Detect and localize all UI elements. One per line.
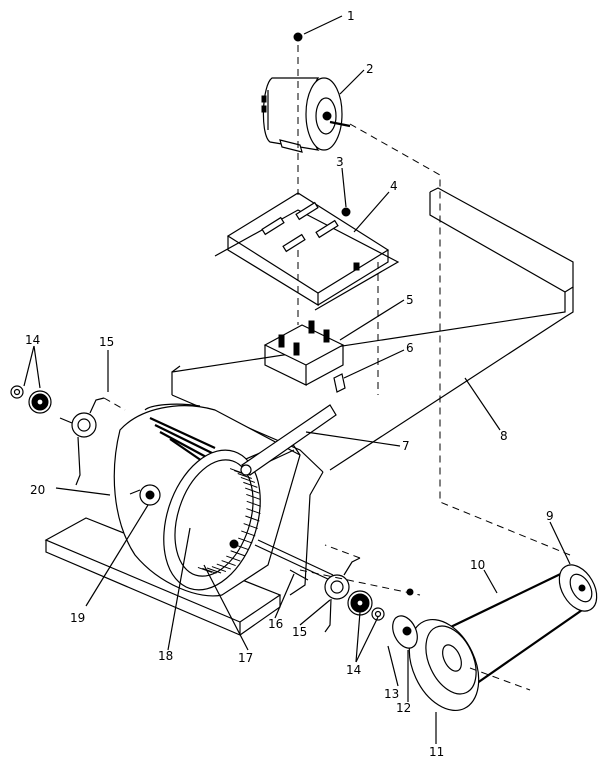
callout-13: 13: [384, 687, 399, 701]
callout-15-left: 15: [99, 335, 114, 349]
wheel-blade: [246, 500, 261, 507]
wheel-blade: [211, 566, 227, 573]
callout-12: 12: [396, 701, 411, 715]
left-bearing-bracket: [59, 397, 126, 486]
callout-14-right: 14: [346, 663, 361, 677]
wheel-blade: [246, 508, 261, 515]
wheel-blade: [241, 530, 256, 537]
callout-16: 16: [268, 617, 283, 631]
callout-20: 20: [30, 483, 45, 497]
wheel-hub: [129, 484, 161, 506]
wheel-blade: [221, 560, 236, 567]
wheel-blade: [238, 537, 253, 544]
motor-mount-arm: [229, 404, 337, 581]
wheel-blade: [246, 493, 261, 500]
pulley-hub: [392, 588, 418, 649]
wheel-blade: [202, 567, 217, 574]
callout-7: 7: [402, 439, 410, 453]
callout-1: 1: [347, 9, 355, 23]
callout-6: 6: [406, 341, 414, 355]
blower-shaft: [289, 569, 421, 596]
capacitor-block: [263, 320, 345, 386]
callout-15-right: 15: [292, 625, 307, 639]
clip: [333, 373, 346, 393]
wheel-blade: [237, 473, 252, 479]
blower-pulley: [408, 618, 531, 712]
wheel-blade: [243, 481, 258, 488]
wheel-blade: [230, 550, 245, 557]
motor-mount-plate: [214, 192, 400, 311]
wheel-blade: [243, 523, 258, 530]
callout-10: 10: [470, 558, 485, 572]
callout-labels: 1 2 3 4 5 6 7 8 9 10 11 12 13 14 14 15 1…: [25, 9, 554, 759]
callout-17: 17: [238, 651, 253, 665]
motor-pulley: [558, 564, 598, 612]
wheel-blade: [206, 567, 222, 574]
wheel-blade: [216, 563, 231, 570]
callout-4: 4: [390, 179, 398, 193]
wheel-blade: [245, 515, 260, 522]
right-bearing: [347, 590, 385, 621]
callout-5: 5: [406, 293, 414, 307]
callout-8: 8: [500, 429, 508, 443]
wheel-blade: [226, 555, 241, 562]
callout-19: 19: [70, 611, 85, 625]
callout-18: 18: [158, 649, 173, 663]
motor-bolt: [293, 32, 303, 42]
callout-11: 11: [429, 745, 444, 759]
callout-9: 9: [546, 509, 554, 523]
motor: [261, 77, 351, 153]
right-bearing-bracket: [324, 544, 361, 633]
drive-belt: [431, 566, 586, 689]
wheel-blade: [197, 566, 213, 573]
left-bearing: [10, 385, 52, 414]
wheel-blade: [245, 487, 260, 494]
callout-3: 3: [336, 155, 344, 169]
callout-14-left: 14: [25, 333, 40, 347]
callout-2: 2: [366, 62, 374, 76]
leader-lines: [23, 15, 571, 744]
alignment-guides: [297, 45, 571, 556]
wheel-blade: [240, 476, 256, 483]
